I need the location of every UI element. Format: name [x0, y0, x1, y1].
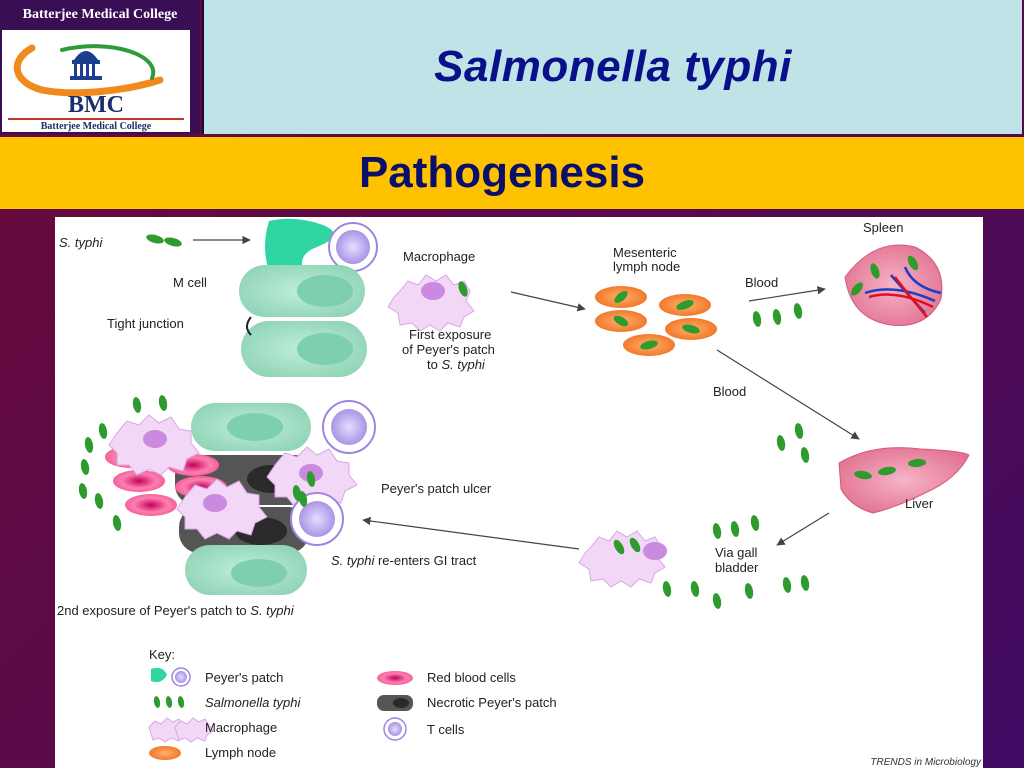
bacteria-blood-2	[776, 423, 810, 463]
title-box: Salmonella typhi	[202, 0, 1022, 134]
key-label-salmonella: Salmonella typhi	[205, 695, 301, 710]
lymph-nodes	[595, 286, 717, 356]
label-s-typhi: S. typhi	[59, 235, 103, 250]
label-mesenteric-2: lymph node	[613, 259, 680, 274]
label-first-exposure-3: to S. typhi	[427, 357, 486, 372]
key-item-macrophage: Macrophage	[148, 717, 277, 743]
college-logo-panel: Batterjee Medical College BMC Batterjee …	[0, 0, 200, 134]
key-item-lymph-node: Lymph node	[149, 745, 276, 760]
key-item-red-blood-cells: Red blood cells	[377, 670, 516, 685]
bacteria-gall	[662, 515, 810, 609]
key-label-peyers-patch: Peyer's patch	[205, 670, 283, 685]
key-label-t-cells: T cells	[427, 722, 465, 737]
slide-subtitle: Pathogenesis	[358, 148, 646, 197]
key-label-red-blood-cells: Red blood cells	[427, 670, 516, 685]
college-name: Batterjee Medical College	[22, 7, 178, 22]
label-liver: Liver	[905, 496, 934, 511]
liver	[838, 447, 970, 514]
key-label-necrotic-patch: Necrotic Peyer's patch	[427, 695, 557, 710]
key-item-salmonella: Salmonella typhi	[153, 695, 301, 710]
label-mesenteric-1: Mesenteric	[613, 245, 677, 260]
building-icon	[70, 51, 102, 80]
key-label-macrophage: Macrophage	[205, 720, 277, 735]
macrophage-gall	[578, 530, 667, 588]
ulcer-cluster	[78, 395, 376, 595]
spleen	[844, 244, 943, 326]
macrophage-first	[387, 274, 475, 332]
label-blood-2: Blood	[713, 384, 746, 399]
bmc-logo: BMC Batterjee Medical College	[2, 30, 190, 132]
label-blood-1: Blood	[745, 275, 778, 290]
label-macrophage: Macrophage	[403, 249, 475, 264]
m-cell	[265, 218, 334, 281]
label-m-cell: M cell	[173, 275, 207, 290]
slide-title: Salmonella typhi	[434, 42, 792, 91]
label-via-gall-1: Via gall	[715, 545, 758, 560]
label-spleen: Spleen	[863, 220, 903, 235]
logo-letters: BMC	[68, 92, 124, 118]
epithelium-top	[239, 265, 367, 377]
key-label-lymph-node: Lymph node	[205, 745, 276, 760]
bacteria-blood-1	[752, 303, 803, 327]
label-reenters: S. typhi re-enters GI tract	[331, 553, 477, 568]
key-item-necrotic-patch: Necrotic Peyer's patch	[377, 695, 557, 711]
logo-caption: Batterjee Medical College	[41, 121, 152, 132]
label-peyers-ulcer: Peyer's patch ulcer	[381, 481, 492, 496]
key-item-t-cells: T cells	[383, 717, 465, 741]
label-via-gall-2: bladder	[715, 560, 759, 575]
diagram-svg: S. typhi M cell Tight junction Macrophag…	[57, 218, 982, 768]
figure-credit: TRENDS in Microbiology	[870, 757, 982, 768]
key-title: Key:	[149, 647, 175, 662]
label-first-exposure-2: of Peyer's patch	[402, 342, 495, 357]
label-tight-junction: Tight junction	[107, 316, 184, 331]
label-second-exposure: 2nd exposure of Peyer's patch to S. typh…	[57, 603, 295, 618]
bmc-logo-graphic: BMC Batterjee Medical College	[8, 44, 184, 132]
key-item-peyers-patch: Peyer's patch	[151, 667, 283, 687]
label-first-exposure-1: First exposure	[409, 327, 491, 342]
bacteria-entry	[146, 234, 182, 247]
pathogenesis-diagram: S. typhi M cell Tight junction Macrophag…	[55, 217, 983, 768]
subtitle-bar: Pathogenesis	[0, 137, 1024, 209]
